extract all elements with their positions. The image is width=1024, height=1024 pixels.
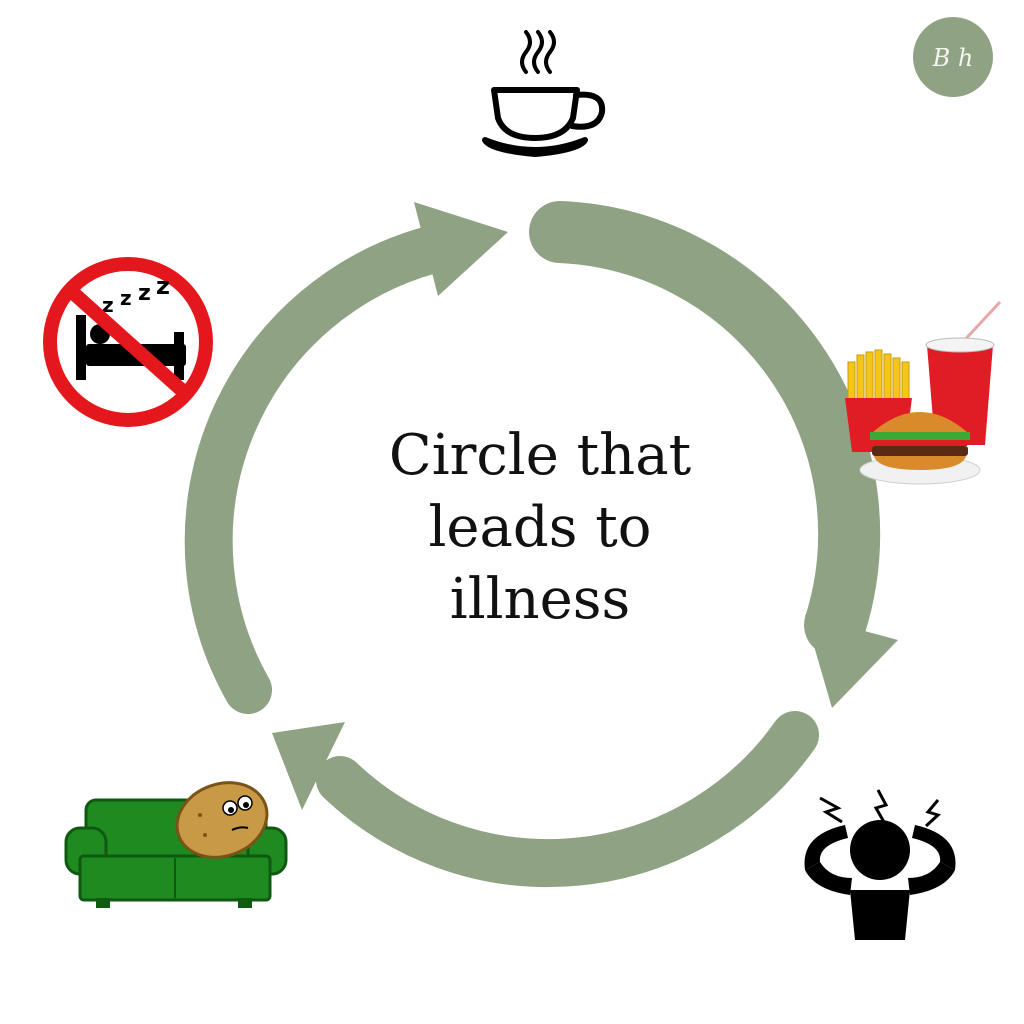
no-sleep-icon: z z z z (43, 257, 213, 427)
svg-text:z: z (102, 293, 114, 317)
couch-potato-icon (64, 781, 288, 908)
fast-food-icon (845, 300, 1002, 485)
title-line-1: Circle that (388, 423, 692, 488)
arrow-arc-left (184, 226, 454, 714)
svg-text:z: z (120, 286, 132, 310)
brand-logo-text: B h (932, 44, 974, 72)
diagram-title: Circle that leads to illness (340, 420, 740, 636)
brand-logo: B h (913, 17, 993, 97)
svg-text:z: z (138, 281, 151, 306)
stressed-person-icon (804, 789, 956, 940)
svg-text:z: z (156, 272, 170, 300)
arrow-head-right (805, 615, 898, 708)
arrow-arc-right (529, 201, 881, 656)
title-line-3: illness (449, 567, 631, 632)
coffee-cup-icon (482, 30, 606, 157)
arrow-arc-bottom (316, 711, 819, 888)
arrow-head-left (414, 202, 508, 296)
cycle-arrows (184, 201, 898, 888)
arrow-head-bottom (272, 722, 345, 810)
title-line-2: leads to (428, 495, 652, 560)
